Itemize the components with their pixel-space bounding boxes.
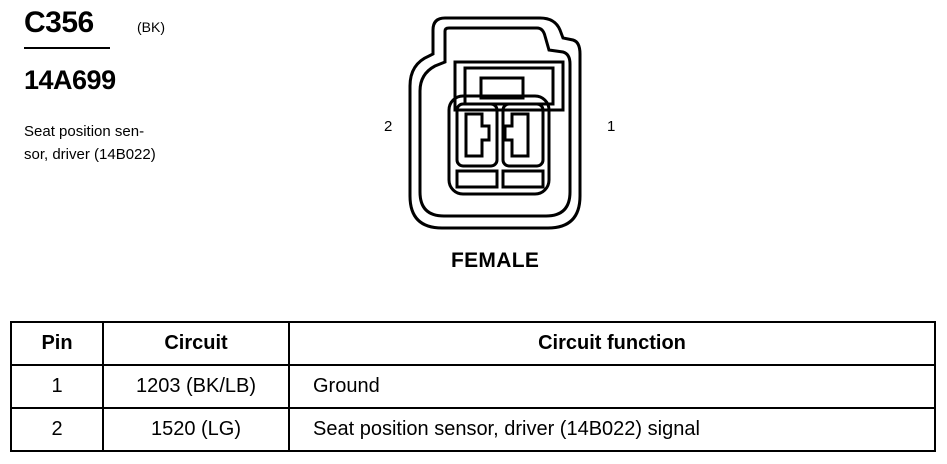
header-circuit: Circuit xyxy=(102,321,290,366)
circuit-cell: 1203 (BK/LB) xyxy=(102,364,290,409)
connector-outer-housing xyxy=(408,16,582,230)
terminal-2 xyxy=(464,112,491,158)
pin-cell: 2 xyxy=(10,407,104,452)
connector-description: Seat position sen- sor, driver (14B022) xyxy=(24,120,184,166)
table-row: 2 1520 (LG) Seat position sensor, driver… xyxy=(10,407,936,452)
function-cell: Seat position sensor, driver (14B022) si… xyxy=(288,407,936,452)
pin-cell: 1 xyxy=(10,364,104,409)
color-code: (BK) xyxy=(137,19,165,35)
latch-tab xyxy=(479,76,525,100)
part-number: 14A699 xyxy=(24,65,116,95)
pin-label-2: 2 xyxy=(384,118,393,135)
cavity-2 xyxy=(455,102,499,168)
key-slot-right xyxy=(501,169,545,189)
cavity-1 xyxy=(501,102,545,168)
table-header-row: Pin Circuit Circuit function xyxy=(10,321,936,366)
pin-label-1: 1 xyxy=(607,118,616,135)
header-circuit-function: Circuit function xyxy=(288,321,936,366)
connector-id-underline xyxy=(24,47,110,49)
connector-id: C356 xyxy=(24,6,94,39)
header-pin: Pin xyxy=(10,321,104,366)
connector-inner-wall xyxy=(418,26,572,218)
description-line-1: Seat position sen- xyxy=(24,123,145,140)
latch-outer xyxy=(453,60,565,112)
circuit-cell: 1520 (LG) xyxy=(102,407,290,452)
function-cell: Ground xyxy=(288,364,936,409)
terminal-block xyxy=(447,94,551,196)
table-row: 1 1203 (BK/LB) Ground xyxy=(10,364,936,409)
description-line-2: sor, driver (14B022) xyxy=(24,146,156,163)
key-slot-left xyxy=(455,169,499,189)
pinout-table: Pin Circuit Circuit function 1 1203 (BK/… xyxy=(10,321,936,452)
connector-gender-label: FEMALE xyxy=(451,249,540,272)
terminal-1 xyxy=(503,112,530,158)
connector-face-drawing xyxy=(408,16,582,230)
